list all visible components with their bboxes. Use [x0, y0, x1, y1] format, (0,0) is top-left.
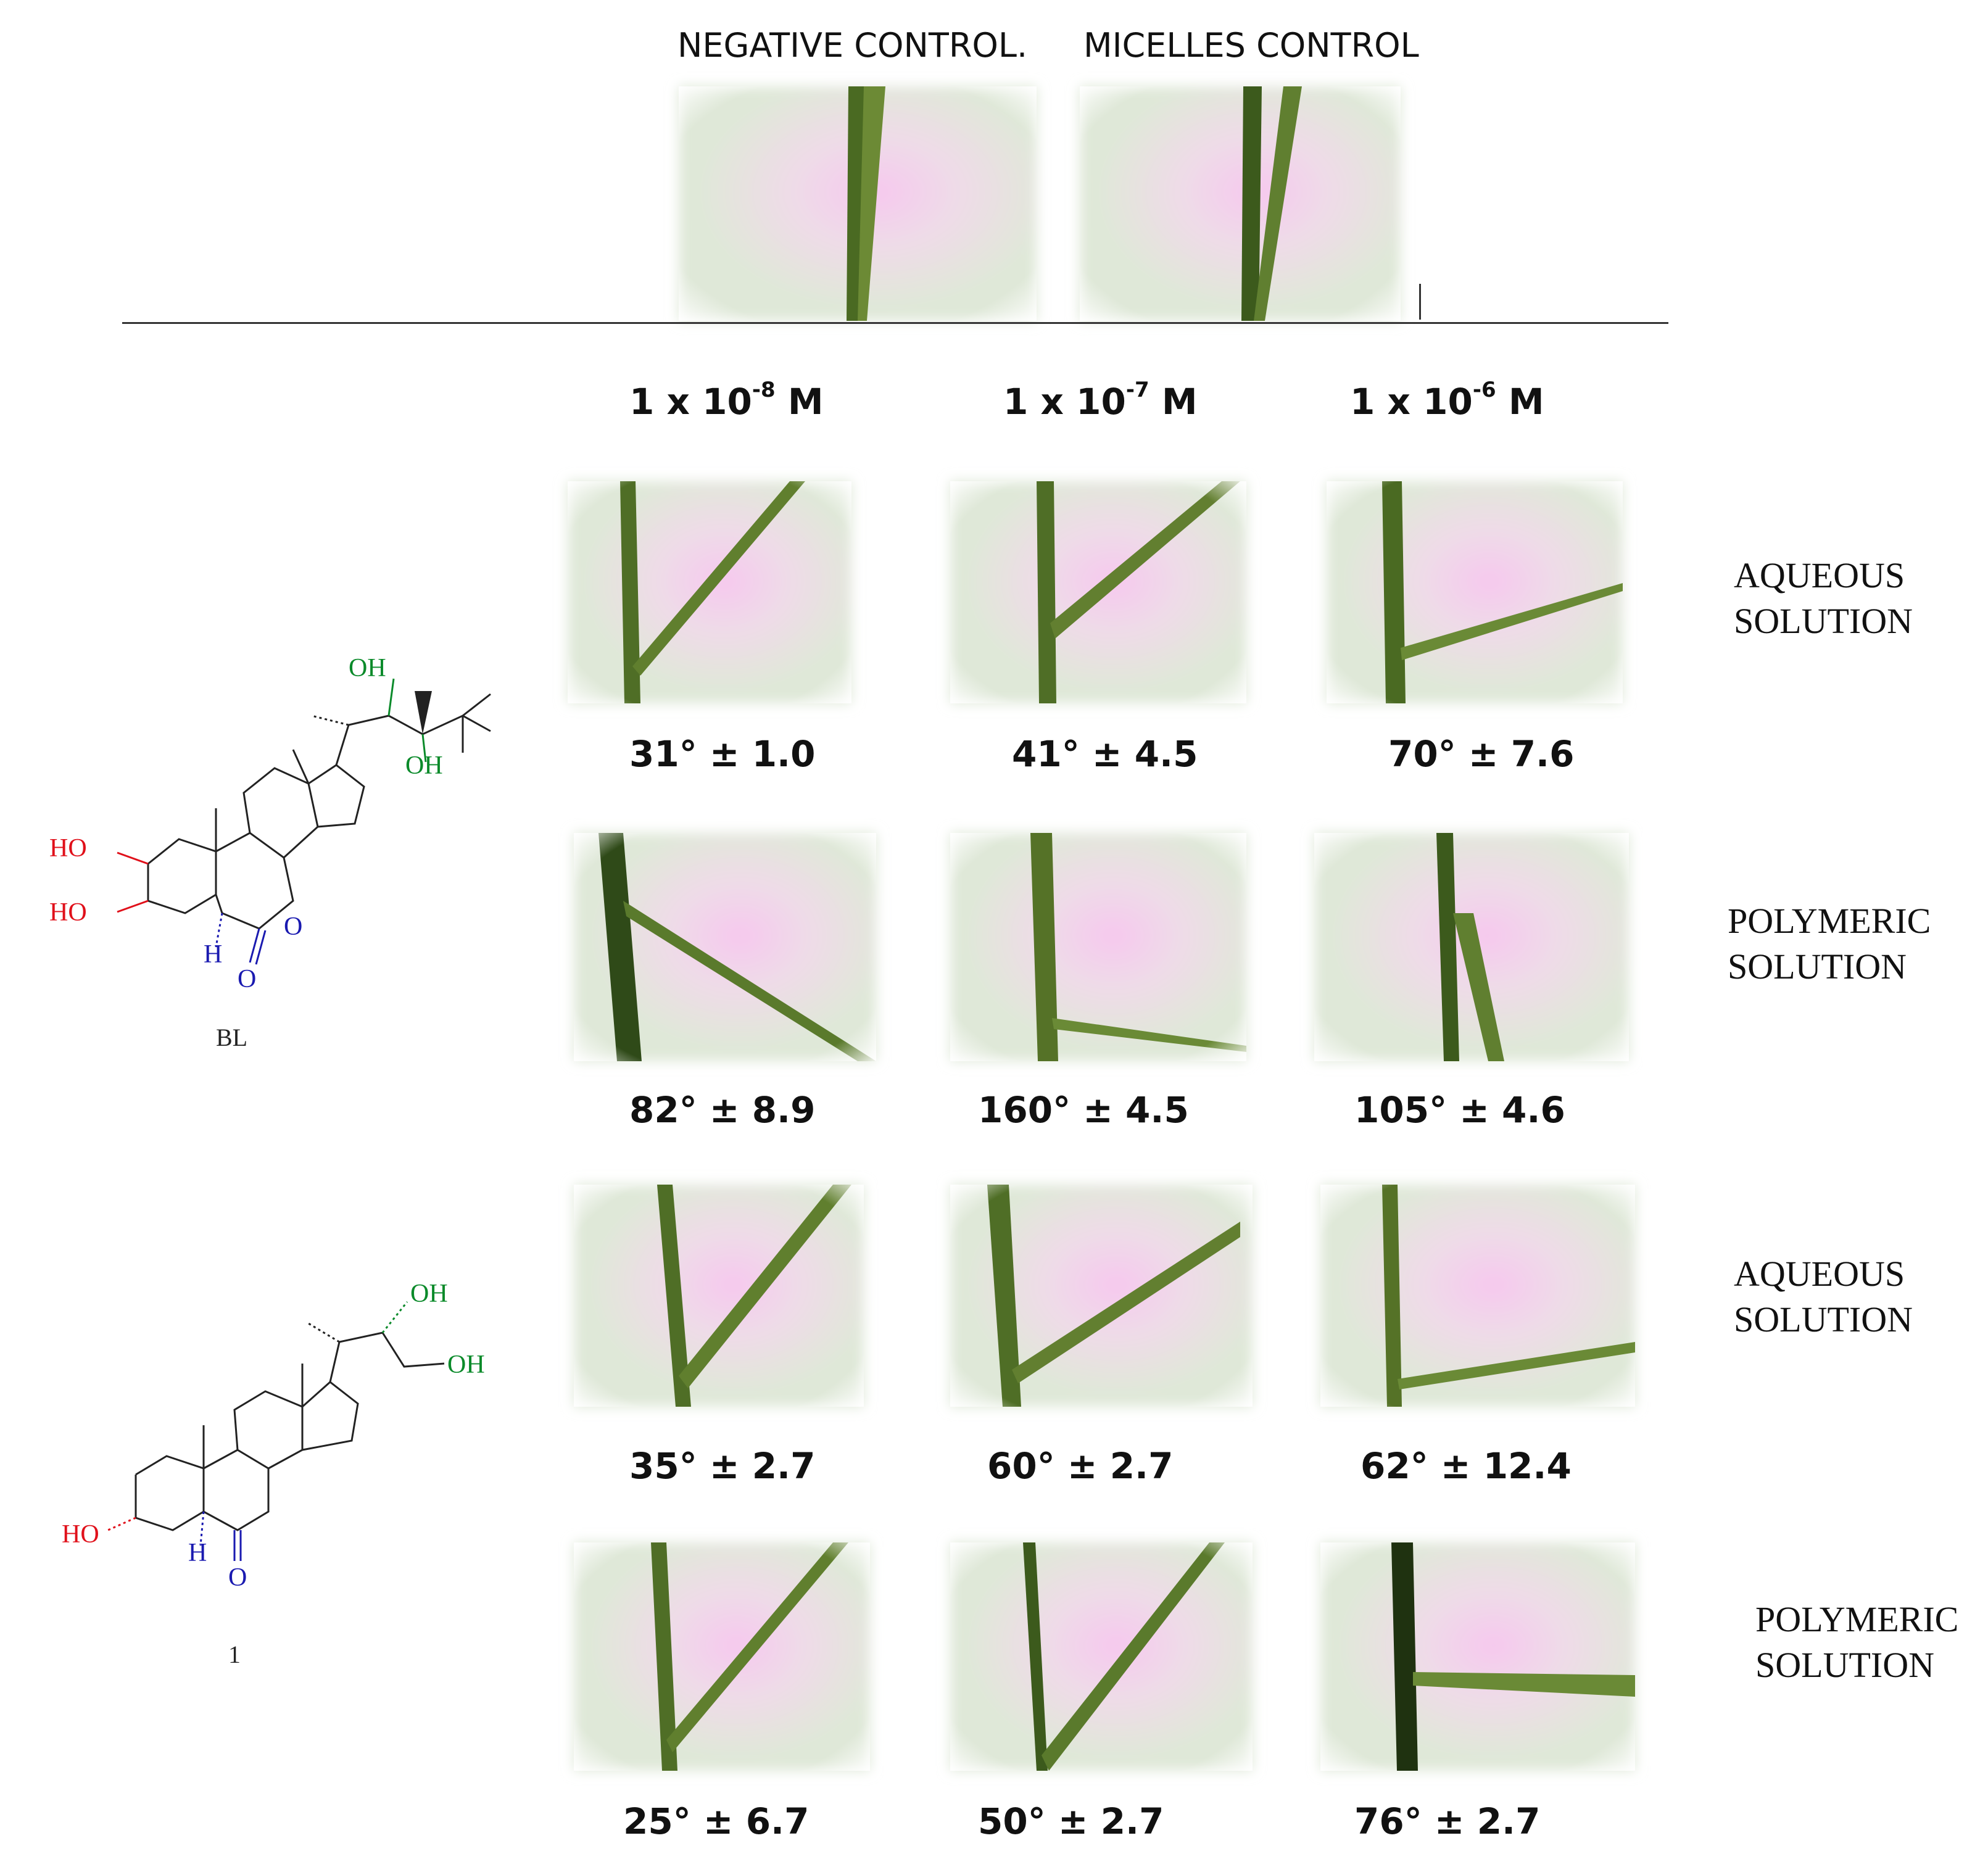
- bl-ho-upper: HO: [49, 834, 87, 863]
- photo-row2-col1: [574, 833, 876, 1061]
- photo-row3-col3: [1320, 1185, 1635, 1407]
- compound1-h: H: [188, 1539, 207, 1567]
- compound1-name: 1: [228, 1641, 241, 1668]
- scale-tick: [1419, 284, 1421, 320]
- angle-row2-col2: 160° ± 4.5: [978, 1089, 1189, 1131]
- bl-h: H: [204, 940, 222, 969]
- angle-row3-col3: 62° ± 12.4: [1361, 1445, 1572, 1487]
- bl-structure: OH OH HO HO H O O BL: [49, 654, 491, 1051]
- photo-row1-col3: [1327, 481, 1623, 703]
- photo-row2-col2: [950, 833, 1246, 1061]
- compound1-oh-side: OH: [447, 1351, 485, 1379]
- compound1-oh-top: OH: [410, 1280, 448, 1308]
- photo-row1-col1: [568, 481, 851, 703]
- concentration-header-1e-6: 1 x 10-6 M: [1350, 378, 1544, 423]
- section-divider: [122, 322, 1668, 324]
- bl-name: BL: [216, 1024, 247, 1051]
- photo-row1-col2: [950, 481, 1246, 703]
- angle-row2-col3: 105° ± 4.6: [1354, 1089, 1565, 1131]
- negative-control-photo: [679, 86, 1037, 321]
- compound1-structure: OH OH HO H O 1: [62, 1280, 485, 1668]
- bl-oh-bottom: OH: [405, 751, 443, 780]
- concentration-header-1e-7: 1 x 10-7 M: [1003, 378, 1198, 423]
- angle-row4-col3: 76° ± 2.7: [1354, 1800, 1541, 1842]
- photo-row4-col2: [950, 1542, 1253, 1771]
- angle-row3-col1: 35° ± 2.7: [629, 1445, 816, 1487]
- angle-row4-col1: 25° ± 6.7: [623, 1800, 810, 1842]
- bl-ho-lower: HO: [49, 898, 87, 927]
- photo-row3-col2: [950, 1185, 1253, 1407]
- photo-row3-col1: [574, 1185, 864, 1407]
- negative-control-label: NEGATIVE CONTROL.: [677, 26, 1028, 65]
- bl-o-ring: O: [284, 913, 302, 941]
- angle-row1-col2: 41° ± 4.5: [1012, 733, 1198, 775]
- angle-row4-col2: 50° ± 2.7: [978, 1800, 1164, 1842]
- concentration-header-1e-8: 1 x 10-8 M: [629, 378, 824, 423]
- micelles-control-photo: [1080, 86, 1401, 321]
- angle-row1-col1: 31° ± 1.0: [629, 733, 816, 775]
- bl-oh-top: OH: [349, 654, 386, 682]
- photo-row4-col3: [1320, 1542, 1635, 1771]
- bl-o-carbonyl: O: [238, 965, 256, 993]
- photo-row2-col3: [1314, 833, 1629, 1061]
- compound1-o-carbonyl: O: [228, 1563, 247, 1592]
- micelles-control-label: MICELLES CONTROL: [1083, 26, 1419, 65]
- photo-row4-col1: [574, 1542, 870, 1771]
- compound1-ho: HO: [62, 1520, 99, 1549]
- angle-row1-col3: 70° ± 7.6: [1388, 733, 1575, 775]
- angle-row3-col2: 60° ± 2.7: [987, 1445, 1174, 1487]
- angle-row2-col1: 82° ± 8.9: [629, 1089, 816, 1131]
